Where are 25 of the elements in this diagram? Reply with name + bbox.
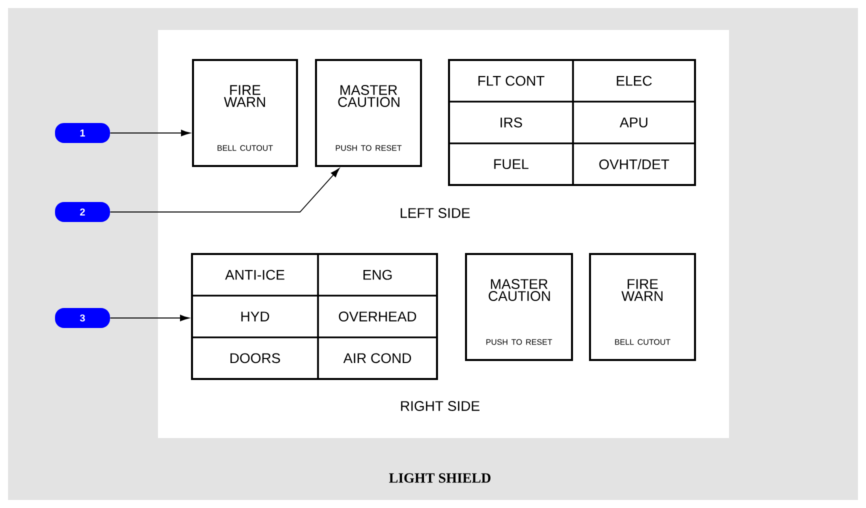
- annunciator-light: ELEC: [572, 59, 696, 102]
- warning-button: MASTER CAUTION PUSH TO RESET: [465, 253, 573, 361]
- side-label: RIGHT SIDE: [401, 401, 480, 411]
- arrow: [110, 314, 190, 322]
- annunciator-light: FLT CONT: [448, 59, 574, 102]
- annunciator-light: OVERHEAD: [317, 294, 438, 338]
- warning-button: FIRE WARN BELL CUTOUT: [192, 59, 298, 167]
- callout-number: 1: [55, 123, 110, 143]
- warning-button: MASTER CAUTION PUSH TO RESET: [315, 59, 422, 167]
- annunciator-light: AIR COND: [317, 336, 438, 380]
- arrow: [110, 130, 190, 136]
- annunciator-light: ENG: [317, 253, 438, 296]
- callout-number: 2: [55, 202, 110, 222]
- annunciator-light: ANTI-ICE: [191, 253, 319, 296]
- annunciator-light: APU: [572, 100, 696, 144]
- caption: LIGHT SHIELD: [389, 473, 490, 483]
- warning-button: FIRE WARN BELL CUTOUT: [589, 253, 696, 361]
- annunciator-light: OVHT/DET: [572, 142, 696, 186]
- annunciator-light: IRS: [448, 100, 574, 144]
- annunciator-light: FUEL: [448, 142, 574, 186]
- arrow: [110, 168, 340, 212]
- side-label: LEFT SIDE: [400, 208, 470, 218]
- annunciator-light: HYD: [191, 294, 319, 338]
- callout-number: 3: [55, 308, 110, 328]
- annunciator-light: DOORS: [191, 336, 319, 380]
